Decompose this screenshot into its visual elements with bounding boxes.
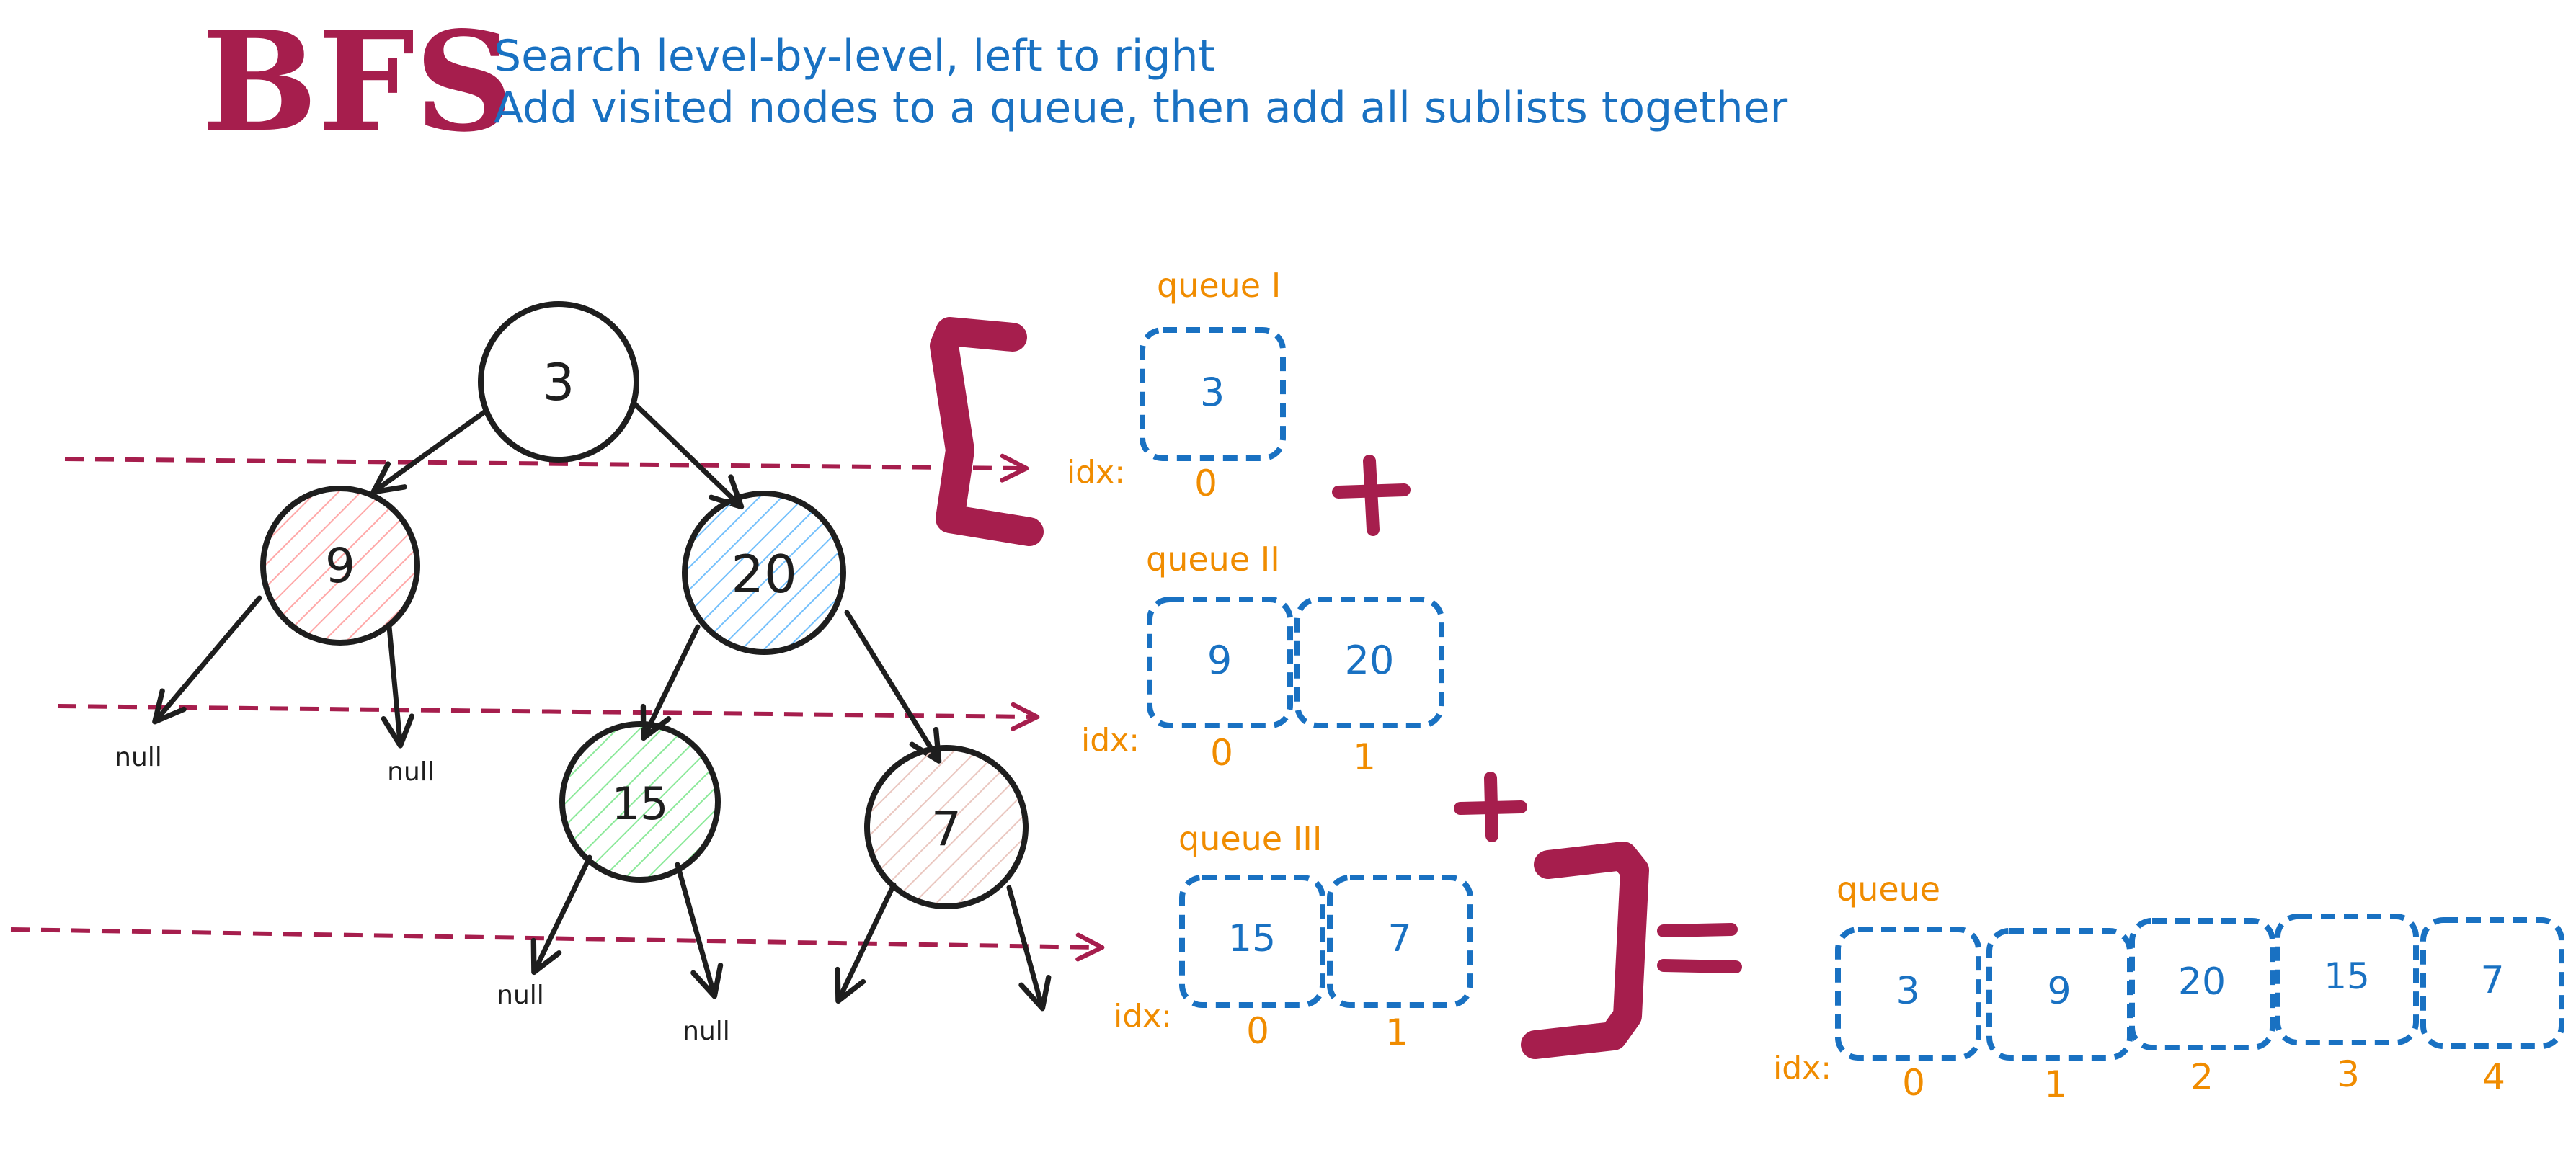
result-index-3: 3 bbox=[2337, 1053, 2360, 1095]
node-20-label: 20 bbox=[731, 544, 797, 604]
queue-1-cell-0-value: 3 bbox=[1200, 370, 1225, 415]
queue-2-index-1: 1 bbox=[1353, 736, 1376, 778]
queue-2-cell-1-value: 20 bbox=[1345, 638, 1395, 683]
node-15-label: 15 bbox=[612, 777, 669, 830]
null-label: null bbox=[387, 757, 435, 787]
result-index-0: 0 bbox=[1902, 1062, 1925, 1104]
plus-sign-2 bbox=[1454, 772, 1527, 842]
edge-9-null-left bbox=[152, 595, 262, 725]
queue-3-cell-1-value: 7 bbox=[1387, 917, 1411, 960]
edge-15-null-right bbox=[675, 862, 724, 999]
result-cell-4-value: 7 bbox=[2480, 959, 2504, 1002]
result-cell-0-value: 3 bbox=[1896, 970, 1919, 1013]
subtitle-line-2: Add visited nodes to a queue, then add a… bbox=[494, 83, 1788, 133]
page-title: BFS bbox=[202, 1, 514, 162]
node-9-label: 9 bbox=[325, 538, 355, 594]
result-cell-1 bbox=[1986, 928, 2133, 1061]
result-cell-4 bbox=[2420, 917, 2564, 1049]
queue-1-cell-0 bbox=[1140, 327, 1286, 461]
result-queue: queue 3 9 20 15 7 idx: 0 1 2 3 4 bbox=[1773, 870, 2564, 1105]
right-bracket bbox=[1521, 842, 1649, 1059]
tree-edges bbox=[152, 399, 1052, 1012]
idx-label: idx: bbox=[1067, 454, 1125, 491]
node-7-label: 7 bbox=[931, 801, 961, 857]
idx-label: idx: bbox=[1773, 1050, 1831, 1086]
queue-2-index-0: 0 bbox=[1210, 732, 1233, 774]
tree-node-9: 9 bbox=[260, 486, 420, 646]
subtitle-line-1: Search level-by-level, left to right bbox=[494, 31, 1215, 81]
level-lines bbox=[10, 453, 1105, 962]
result-cell-0 bbox=[1835, 927, 1981, 1061]
equals-sign bbox=[1657, 923, 1742, 973]
tree-node-15: 15 bbox=[559, 721, 721, 883]
tree-node-3: 3 bbox=[478, 301, 639, 463]
queue-2-cell-1 bbox=[1294, 597, 1444, 728]
tree-node-7: 7 bbox=[864, 745, 1029, 909]
plus-sign-1 bbox=[1332, 455, 1411, 536]
queue-3: queue III 15 7 idx: 0 1 bbox=[1114, 819, 1473, 1053]
queue-3-index-1: 1 bbox=[1385, 1012, 1408, 1053]
queue-2-label: queue II bbox=[1146, 540, 1280, 579]
level-line-1 bbox=[64, 453, 1029, 483]
result-cell-2-value: 20 bbox=[2178, 960, 2226, 1004]
idx-label: idx: bbox=[1081, 722, 1140, 759]
result-cell-3-value: 15 bbox=[2324, 955, 2370, 997]
level-line-2 bbox=[57, 702, 1040, 731]
edge-15-null-left bbox=[530, 854, 592, 976]
null-label: null bbox=[497, 981, 544, 1010]
queue-3-index-0: 0 bbox=[1246, 1010, 1269, 1052]
idx-label: idx: bbox=[1114, 998, 1172, 1035]
node-3-label: 3 bbox=[543, 353, 575, 412]
edge-20-15 bbox=[640, 624, 701, 741]
queue-1-index-0: 0 bbox=[1194, 463, 1217, 504]
queue-2-cell-0 bbox=[1147, 597, 1293, 728]
queue-3-label: queue III bbox=[1178, 819, 1322, 858]
edge-20-7 bbox=[844, 610, 942, 764]
left-bracket bbox=[930, 317, 1044, 546]
tree-node-20: 20 bbox=[682, 491, 846, 655]
queue-3-cell-0 bbox=[1179, 875, 1325, 1008]
edge-7-left bbox=[835, 882, 897, 1004]
result-index-1: 1 bbox=[2044, 1063, 2067, 1105]
queue-1-label: queue I bbox=[1157, 266, 1281, 305]
edge-7-right bbox=[1006, 885, 1052, 1012]
edge-3-9 bbox=[370, 409, 487, 495]
result-cell-2 bbox=[2129, 918, 2275, 1050]
queue-2-cell-0-value: 9 bbox=[1207, 638, 1232, 683]
edge-3-20 bbox=[630, 399, 745, 510]
result-cell-3 bbox=[2275, 914, 2419, 1045]
null-label: null bbox=[683, 1017, 730, 1046]
queue-3-cell-1 bbox=[1327, 875, 1473, 1008]
queue-3-cell-0-value: 15 bbox=[1228, 917, 1276, 960]
null-label: null bbox=[115, 743, 162, 772]
result-index-4: 4 bbox=[2482, 1056, 2505, 1098]
edge-9-null-right bbox=[381, 624, 414, 749]
result-cell-1-value: 9 bbox=[2047, 970, 2071, 1013]
queue-1: queue I 3 idx: 0 bbox=[1067, 266, 1286, 504]
result-index-2: 2 bbox=[2190, 1056, 2213, 1098]
queue-2: queue II 9 20 idx: 0 1 bbox=[1081, 540, 1444, 778]
result-queue-label: queue bbox=[1836, 870, 1940, 909]
